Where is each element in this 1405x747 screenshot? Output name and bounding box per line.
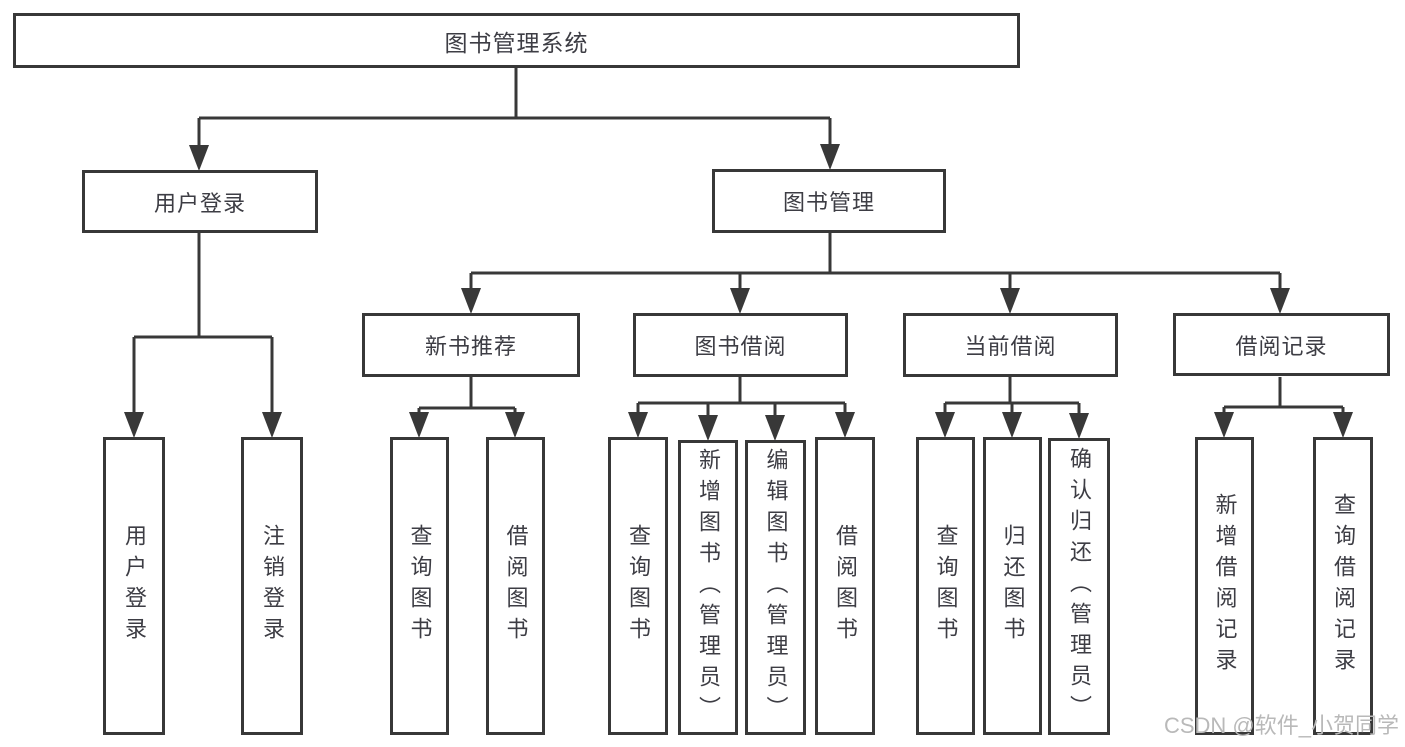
leaf-add-book-admin: 新增图书（管理员） [678,440,738,735]
leaf-user-login: 用户登录 [103,437,165,735]
leaf-user-login-label: 用户登录 [122,524,147,648]
node-new-book-recommend-label: 新书推荐 [424,334,517,359]
leaf-query-books-current-label: 查询图书 [933,524,959,648]
node-borrowing-records: 借阅记录 [1173,313,1390,376]
leaf-query-books-recommend: 查询图书 [390,437,449,735]
edge-user-login-branch [132,233,274,433]
arrowheads [124,144,1353,441]
leaf-add-book-admin-label: 新增图书（管理员） [696,448,721,727]
edge-new-book-recommend-branch [417,377,517,433]
leaf-query-borrow-record-label: 查询借阅记录 [1331,493,1356,679]
leaf-query-borrow-record: 查询借阅记录 [1313,437,1373,735]
leaf-edit-book-admin: 编辑图书（管理员） [745,440,806,735]
node-borrowing-records-label: 借阅记录 [1235,333,1328,359]
leaf-confirm-return-admin-label: 确认归还（管理员） [1067,447,1092,726]
node-book-management-system: 图书管理系统 [13,13,1020,68]
leaf-query-books-borrowing: 查询图书 [608,437,668,735]
leaf-logout: 注销登录 [241,437,303,735]
node-new-book-recommend: 新书推荐 [362,313,580,377]
leaf-logout-label: 注销登录 [260,524,285,648]
leaf-query-books-recommend-label: 查询图书 [407,524,433,648]
node-book-management-label: 图书管理 [782,190,875,215]
leaf-query-books-borrowing-label: 查询图书 [626,524,651,648]
node-user-login-label: 用户登录 [153,190,246,216]
node-current-borrowing: 当前借阅 [903,313,1118,377]
leaf-query-books-current: 查询图书 [916,437,975,735]
node-book-management: 图书管理 [712,169,946,233]
leaf-borrow-books: 借阅图书 [815,437,875,735]
edge-root-to-level2 [197,68,832,166]
leaf-borrow-books-recommend-label: 借阅图书 [503,524,529,648]
leaf-borrow-books-label: 借阅图书 [833,524,858,648]
node-user-login: 用户登录 [82,170,318,233]
leaf-return-books-label: 归还图书 [1000,524,1026,648]
node-book-borrowing-label: 图书借阅 [694,334,787,359]
node-current-borrowing-label: 当前借阅 [964,334,1057,359]
edge-book-management-branch [469,233,1282,309]
leaf-return-books: 归还图书 [983,437,1042,735]
leaf-add-borrow-record-label: 新增借阅记录 [1212,493,1238,679]
leaf-edit-book-admin-label: 编辑图书（管理员） [763,448,789,727]
node-book-management-system-label: 图书管理系统 [444,29,589,56]
node-book-borrowing: 图书借阅 [633,313,848,377]
edge-borrowing-records-branch [1222,377,1345,433]
edge-book-borrowing-branch [636,377,847,436]
watermark: CSDN @软件_小贺同学 [1163,713,1399,738]
leaf-add-borrow-record: 新增借阅记录 [1195,437,1254,735]
leaf-borrow-books-recommend: 借阅图书 [486,437,545,735]
leaf-confirm-return-admin: 确认归还（管理员） [1048,438,1110,735]
